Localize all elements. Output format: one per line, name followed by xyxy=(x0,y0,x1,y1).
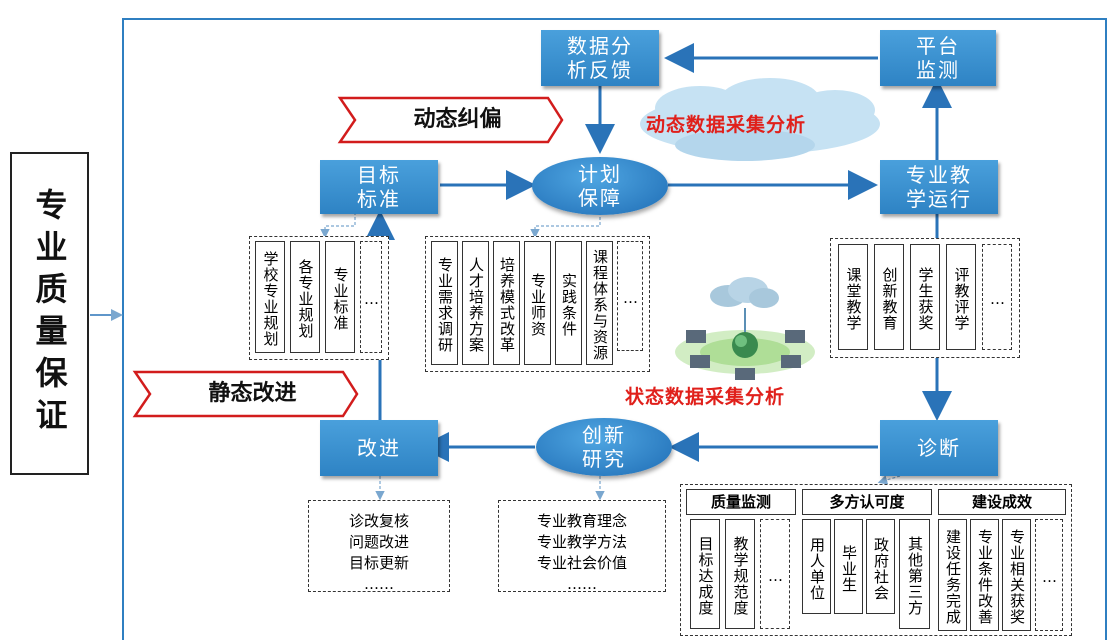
cloud-label-dynamic: 动态数据采集分析 xyxy=(646,114,807,136)
list-item: 专业社会价值 xyxy=(536,554,627,572)
target-col: 专业标准 xyxy=(325,241,355,353)
node-improve: 改进 xyxy=(320,420,438,476)
diagnosis-col: 毕业生 xyxy=(834,519,863,614)
plan-col: 课程体系与资源 xyxy=(586,241,613,365)
diagnosis-col: 专业相关获奖 xyxy=(1002,519,1031,631)
diagnosis-group-title: 多方认可度 xyxy=(802,489,932,515)
teaching-col: 创新教育 xyxy=(874,244,904,350)
node-teaching-operation: 专业教 学运行 xyxy=(880,160,998,214)
plan-col: 专业师资 xyxy=(524,241,551,365)
teaching-col: 学生获奖 xyxy=(910,244,940,350)
node-innovation-research: 创新 研究 xyxy=(536,418,672,476)
side-label: 专业质量保证 xyxy=(30,187,69,440)
teaching-col: 评教评学 xyxy=(946,244,976,350)
innovation-detail-box: 专业教育理念 专业教学方法 专业社会价值 …… xyxy=(498,500,666,593)
node-platform-monitor: 平台 监测 xyxy=(880,30,996,86)
target-col: 学校专业规划 xyxy=(255,241,285,353)
list-item: 问题改进 xyxy=(348,533,409,551)
diagnosis-col: 其他第三方 xyxy=(899,519,930,629)
diagnosis-group-title: 质量监测 xyxy=(686,489,796,515)
banner-static: 静态改进 xyxy=(208,381,297,406)
improve-detail-box: 诊改复核 问题改进 目标更新 …… xyxy=(308,500,450,593)
cloud-label-state: 状态数据采集分析 xyxy=(625,386,786,408)
list-item: 诊改复核 xyxy=(348,512,409,530)
plan-col: 培养模式改革 xyxy=(493,241,520,365)
plan-col-more: … xyxy=(617,241,643,351)
list-item: 专业教育理念 xyxy=(536,512,627,530)
diagram-frame xyxy=(122,18,1107,640)
diagnosis-group-title: 建设成效 xyxy=(938,489,1066,515)
diagnosis-col-more: … xyxy=(760,519,790,629)
node-data-feedback: 数据分 析反馈 xyxy=(541,30,659,86)
dynamic-cloud xyxy=(640,78,880,161)
banner-dynamic-shape xyxy=(337,96,564,144)
plan-col: 实践条件 xyxy=(555,241,582,365)
node-diagnosis: 诊断 xyxy=(880,420,998,476)
plan-col: 专业需求调研 xyxy=(431,241,458,365)
diagnosis-col: 目标达成度 xyxy=(690,519,720,629)
target-col-more: … xyxy=(360,241,382,353)
banner-dynamic: 动态纠偏 xyxy=(413,107,502,132)
node-target-standard: 目标 标准 xyxy=(320,160,438,214)
network-icon xyxy=(675,277,815,380)
diagnosis-col: 用人单位 xyxy=(802,519,831,614)
node-plan-guarantee: 计划 保障 xyxy=(532,157,668,215)
diagnosis-col-more: … xyxy=(1035,519,1063,631)
teaching-col-more: … xyxy=(982,244,1012,350)
list-item: …… xyxy=(364,575,394,593)
target-col: 各专业规划 xyxy=(290,241,320,353)
diagnosis-col: 教学规范度 xyxy=(725,519,755,629)
list-item: 目标更新 xyxy=(348,554,409,572)
plan-col: 人才培养方案 xyxy=(462,241,489,365)
diagnosis-col: 建设任务完成 xyxy=(938,519,967,631)
side-label-box: 专业质量保证 xyxy=(10,152,89,475)
list-item: …… xyxy=(567,575,597,593)
diagnosis-col: 政府社会 xyxy=(866,519,895,614)
banner-static-shape xyxy=(132,370,359,418)
teaching-col: 课堂教学 xyxy=(838,244,868,350)
list-item: 专业教学方法 xyxy=(536,533,627,551)
diagnosis-col: 专业条件改善 xyxy=(970,519,999,631)
